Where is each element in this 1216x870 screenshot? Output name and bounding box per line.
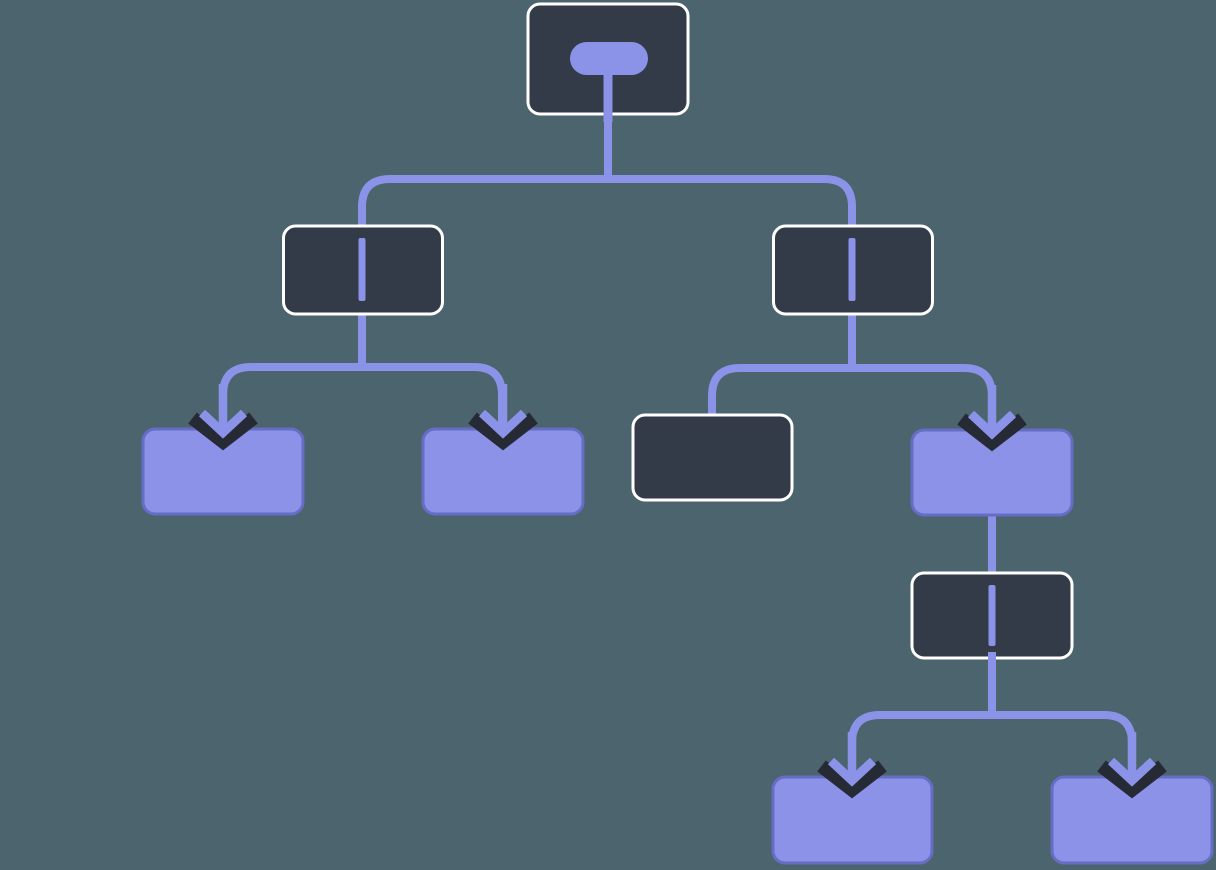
arrow-head-icon — [967, 410, 1017, 440]
connector-branch-right-to-leaves — [708, 364, 996, 432]
arrow-marker — [817, 732, 887, 799]
arrow-head-icon — [827, 757, 877, 787]
arrow-marker — [188, 384, 258, 451]
vertical-line-icon — [848, 238, 856, 301]
arrow-chevron-dark-icon — [957, 413, 1027, 452]
arrow-head-icon — [198, 409, 248, 439]
arrow-chevron-dark-icon — [1097, 760, 1167, 799]
arrow-chevron-dark-icon — [468, 412, 538, 451]
arrow-chevron-dark-icon — [817, 760, 887, 799]
arrow-marker — [468, 384, 538, 451]
arrow-head-icon — [478, 409, 528, 439]
connector-branch-bottom-to-leaves — [848, 711, 1136, 779]
arrow-marker — [1097, 732, 1167, 799]
vertical-line-icon — [988, 585, 996, 646]
arrow-layer — [188, 384, 1167, 799]
arrow-marker — [957, 385, 1027, 452]
connector-branch-left-to-leaves — [219, 363, 506, 431]
connector-root-to-branches — [358, 175, 856, 232]
arrow-chevron-dark-icon — [188, 412, 258, 451]
icon-layer — [358, 42, 996, 666]
tree-node-dark-leaf[interactable] — [631, 413, 794, 502]
arrow-head-icon — [1107, 757, 1157, 787]
root-pill-icon — [570, 42, 648, 122]
vertical-line-icon — [358, 238, 366, 301]
node-layer — [141, 2, 1214, 865]
